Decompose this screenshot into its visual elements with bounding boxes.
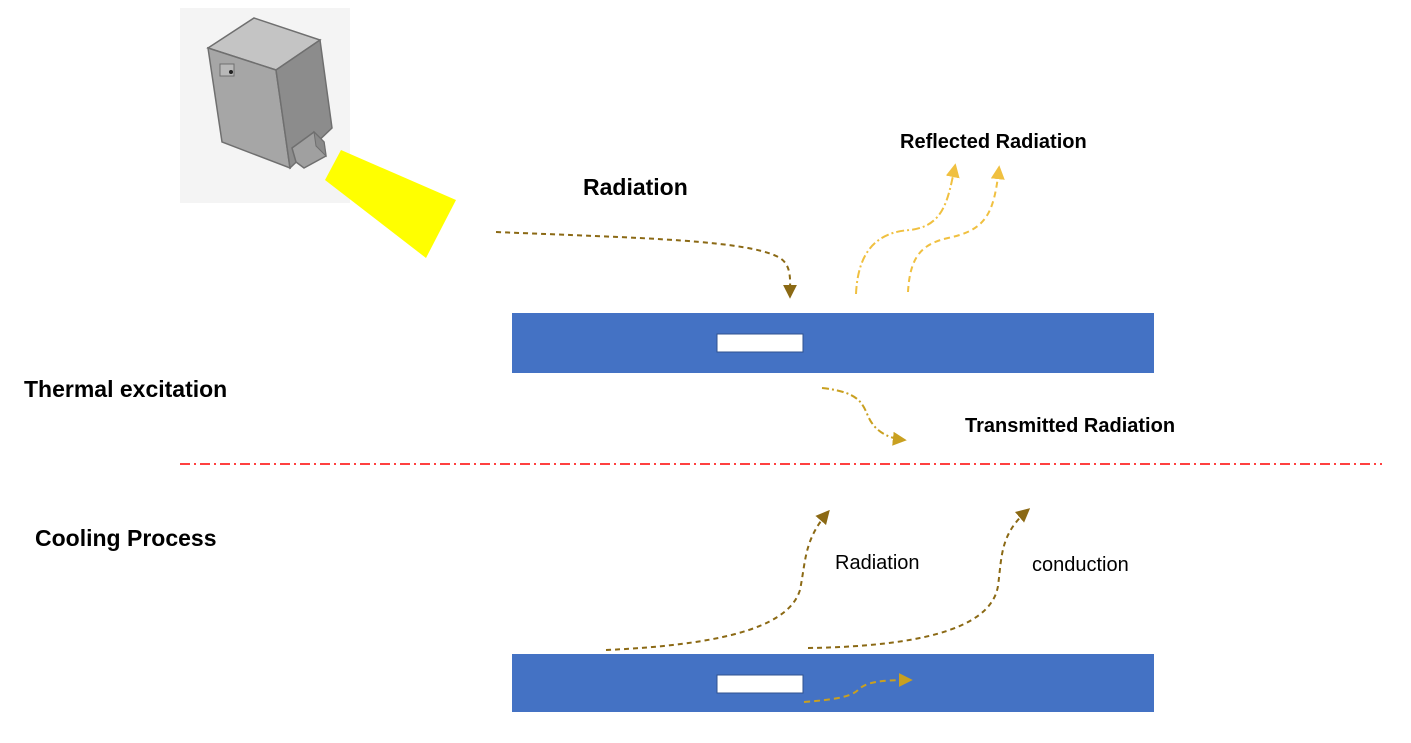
cooling-process-label: Cooling Process — [35, 525, 216, 551]
reflected-radiation-arrow — [855, 163, 960, 295]
reflected-radiation-arrow — [907, 165, 1005, 293]
defect-bottom — [716, 674, 804, 694]
surface-conduction-arrow — [807, 508, 1031, 649]
defect-top — [716, 333, 804, 353]
thermal-excitation-label: Thermal excitation — [24, 376, 227, 402]
internal-conduction-arrow — [803, 673, 913, 703]
heat-beam — [325, 150, 456, 258]
reflected-radiation-label: Reflected Radiation — [900, 131, 1087, 153]
specimen-bottom — [512, 654, 1154, 712]
specimen-top — [512, 313, 1154, 373]
transmitted-radiation-label: Transmitted Radiation — [965, 415, 1175, 437]
transmitted-radiation-arrow — [821, 387, 907, 446]
cooling-radiation-arrow — [605, 509, 830, 651]
thermal-camera-icon — [180, 8, 350, 203]
surface-conduction-label: conduction — [1032, 554, 1129, 576]
incident-radiation-label: Radiation — [583, 174, 688, 200]
incident-radiation-arrow — [495, 231, 798, 299]
cooling-radiation-label: Radiation — [835, 552, 920, 574]
